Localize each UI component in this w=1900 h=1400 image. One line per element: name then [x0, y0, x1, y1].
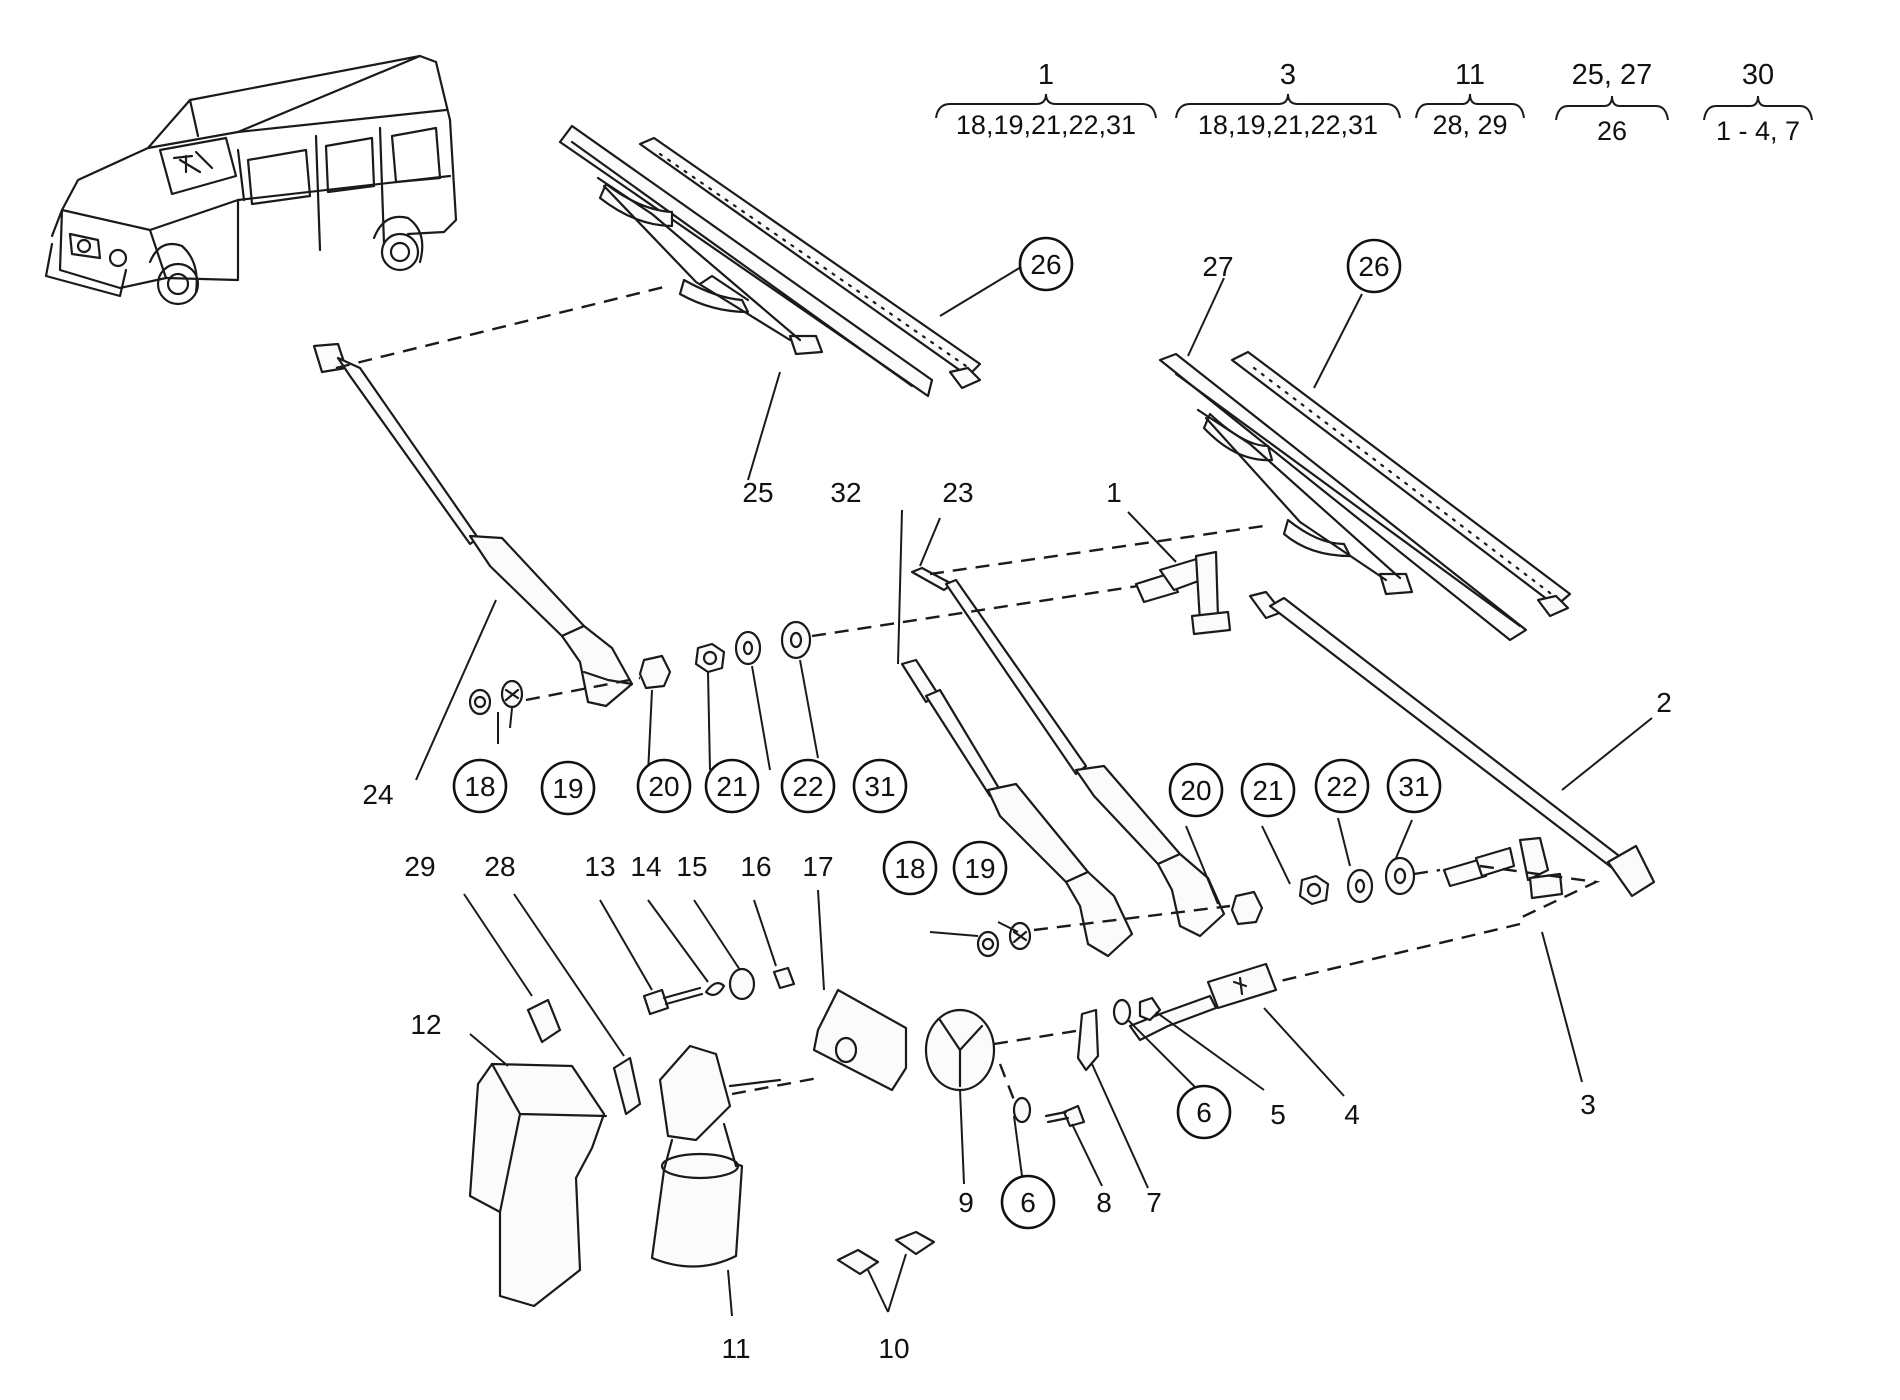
callout-11: 11 [721, 1333, 750, 1364]
callout-19-right: 19 [952, 840, 1008, 896]
svg-text:21: 21 [1252, 775, 1283, 806]
wiper-arm-left [312, 342, 634, 708]
callout-10: 10 [878, 1333, 909, 1364]
svg-text:22: 22 [792, 771, 823, 802]
svg-text:6: 6 [1020, 1187, 1036, 1218]
legend-group-head: 1 [1038, 59, 1054, 91]
callout-27: 27 [1202, 251, 1233, 282]
wiper-refill-right [1230, 350, 1572, 618]
callout-18-left: 18 [452, 758, 508, 814]
wiper-pivot-3 [1442, 836, 1564, 900]
legend-group-items: 18,19,21,22,31 [956, 110, 1136, 140]
svg-text:26: 26 [1358, 251, 1389, 282]
callout-31-right: 31 [1386, 758, 1442, 814]
wiper-motor-11 [650, 1044, 782, 1268]
legend-group-25-27: 25, 27 26 [1555, 59, 1669, 146]
callout-20-left: 20 [636, 758, 692, 814]
callout-26-right: 26 [1346, 238, 1402, 294]
callout-18-right: 18 [882, 840, 938, 896]
wiper-arm-right [910, 566, 1226, 938]
callout-31-left: 31 [852, 758, 908, 814]
legend-group-head: 25, 27 [1572, 59, 1653, 91]
wiper-arm-middle [900, 658, 1134, 958]
svg-text:26: 26 [1030, 249, 1061, 280]
callout-22-left: 22 [780, 758, 836, 814]
callout-6-upper: 6 [1176, 1084, 1232, 1140]
callout-8: 8 [1096, 1187, 1112, 1218]
callout-22-right: 22 [1314, 758, 1370, 814]
callout-23: 23 [942, 477, 973, 508]
callout-14: 14 [630, 851, 661, 882]
wiper-motor-cover-12 [468, 1062, 608, 1308]
legend-group-head: 3 [1280, 59, 1296, 91]
hardware-small-parts [468, 620, 1416, 1276]
legend-group-head: 11 [1455, 59, 1485, 91]
callout-3: 3 [1580, 1089, 1596, 1120]
callout-13: 13 [584, 851, 615, 882]
wiper-blade-right [1158, 352, 1528, 642]
legend-group-head: 30 [1742, 59, 1774, 91]
svg-text:18: 18 [464, 771, 495, 802]
callout-24: 24 [362, 779, 393, 810]
wiper-link-rod-2 [1248, 590, 1656, 898]
legend-group-3: 3 18,19,21,22,31 [1175, 59, 1401, 140]
legend-group-items: 1 - 4, 7 [1716, 116, 1800, 146]
legend-group-items: 26 [1597, 116, 1627, 146]
callout-12: 12 [410, 1009, 441, 1040]
svg-text:31: 31 [864, 771, 895, 802]
callouts: 26 26 18 19 20 21 22 31 18 19 20 21 22 3… [362, 236, 1672, 1364]
legend-group-items: 18,19,21,22,31 [1198, 110, 1378, 140]
svg-text:20: 20 [1180, 775, 1211, 806]
callout-19-left: 19 [540, 760, 596, 816]
callout-29: 29 [404, 851, 435, 882]
leader-lines [415, 263, 1653, 1317]
callout-9: 9 [958, 1187, 974, 1218]
legend-group-30: 30 1 - 4, 7 [1703, 59, 1813, 146]
wiper-blade-left [558, 124, 934, 398]
callout-32: 32 [830, 477, 861, 508]
callout-7: 7 [1146, 1187, 1162, 1218]
callout-21-left: 21 [704, 758, 760, 814]
callout-26-left: 26 [1018, 236, 1074, 292]
callout-20-right: 20 [1168, 762, 1224, 818]
legend-group-1: 1 18,19,21,22,31 [935, 59, 1157, 140]
svg-text:21: 21 [716, 771, 747, 802]
svg-text:19: 19 [964, 853, 995, 884]
callout-4: 4 [1344, 1099, 1360, 1130]
callout-17: 17 [802, 851, 833, 882]
svg-text:22: 22 [1326, 771, 1357, 802]
wiper-pivot-1 [1134, 550, 1232, 636]
svg-text:19: 19 [552, 773, 583, 804]
svg-text:6: 6 [1196, 1097, 1212, 1128]
callout-6-lower: 6 [1000, 1174, 1056, 1230]
callout-28: 28 [484, 851, 515, 882]
callout-5: 5 [1270, 1099, 1286, 1130]
alignment-lines [335, 284, 1601, 1101]
svg-text:18: 18 [894, 853, 925, 884]
callout-16: 16 [740, 851, 771, 882]
callout-2: 2 [1656, 687, 1672, 718]
svg-text:20: 20 [648, 771, 679, 802]
vehicle-thumbnail-icon [44, 54, 458, 306]
callout-1: 1 [1106, 477, 1122, 508]
legend-group-items: 28, 29 [1432, 110, 1507, 140]
callout-25: 25 [742, 477, 773, 508]
callout-21-right: 21 [1240, 762, 1296, 818]
svg-text:31: 31 [1398, 771, 1429, 802]
callout-15: 15 [676, 851, 707, 882]
wiper-refill-left [638, 136, 982, 390]
legend-group-11: 11 28, 29 [1415, 59, 1525, 140]
